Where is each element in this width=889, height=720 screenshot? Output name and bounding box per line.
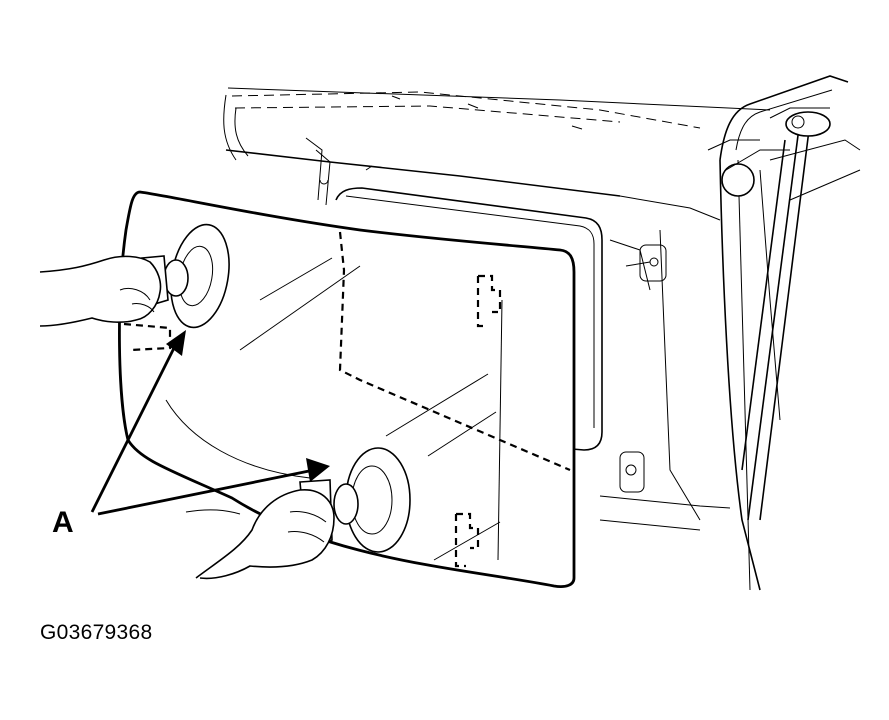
- callout-label-a: A: [52, 506, 74, 539]
- figure-id-label: G03679368: [40, 621, 153, 644]
- quarter-window-glass: [118, 190, 576, 588]
- suction-cup-upper: [141, 223, 230, 329]
- hand-icon: [39, 255, 162, 327]
- arrow-icon: [90, 330, 330, 516]
- vehicle-body: [223, 87, 771, 531]
- hand-icon: [185, 489, 335, 580]
- back-door-frame: [707, 75, 861, 591]
